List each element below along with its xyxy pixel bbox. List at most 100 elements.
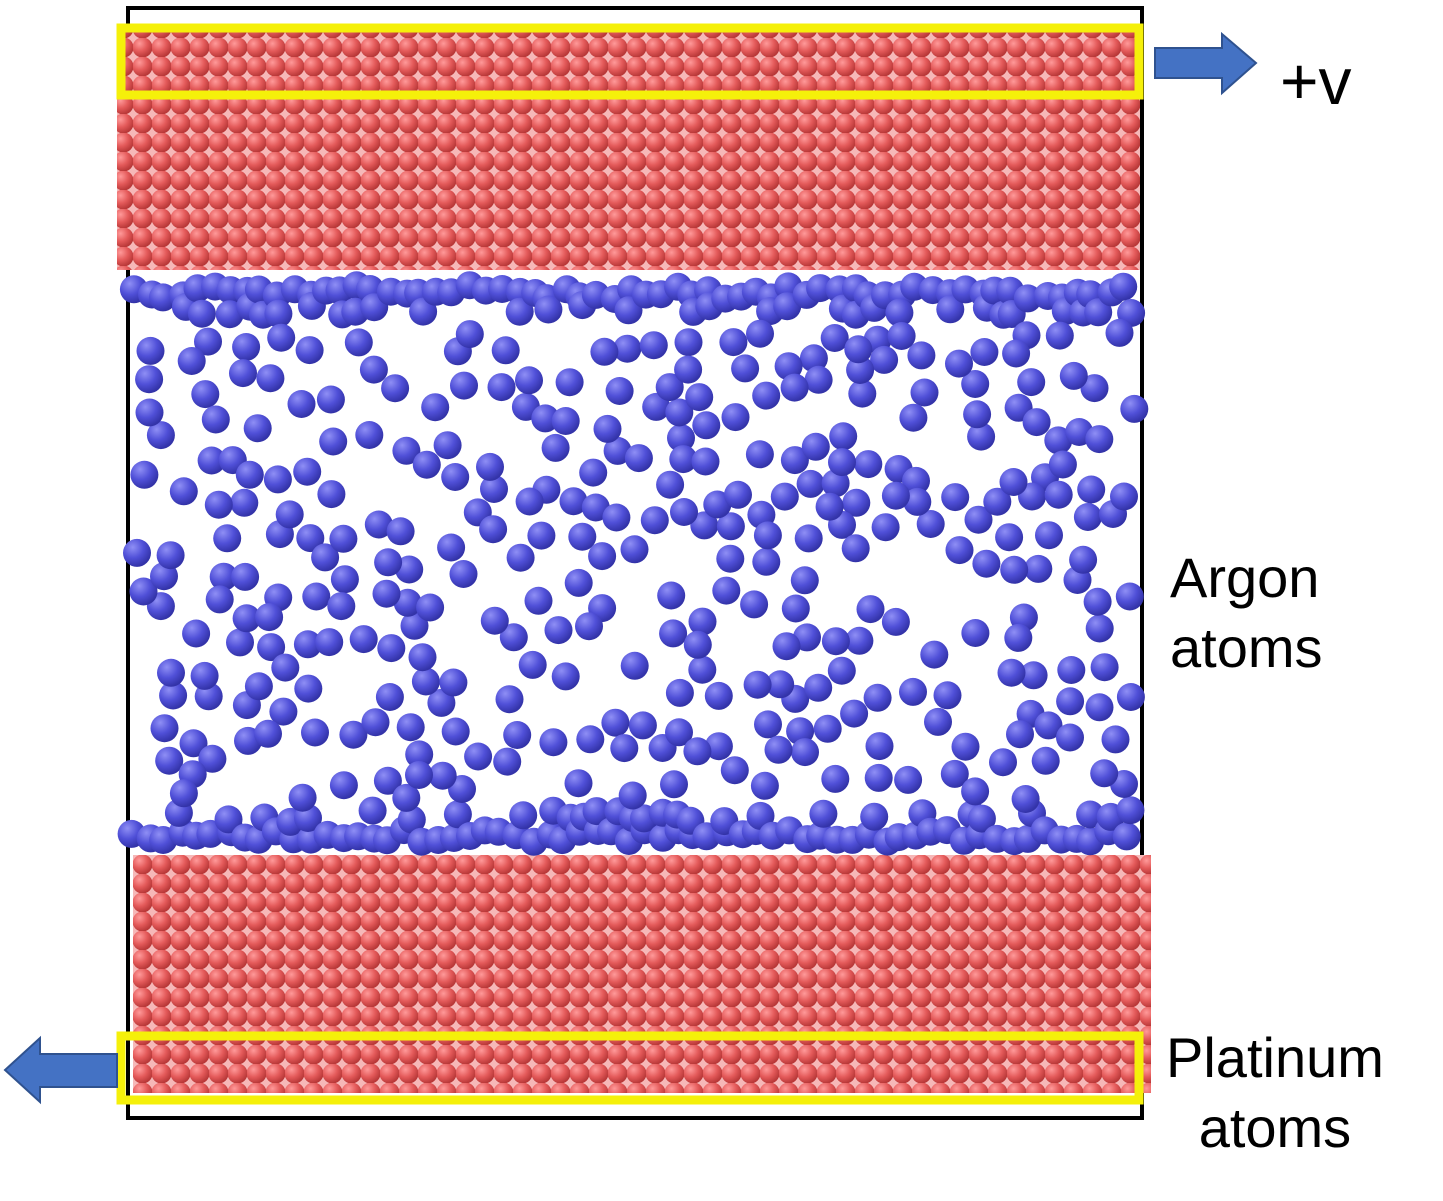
argon-atom [329, 524, 358, 553]
argon-atom [588, 542, 617, 571]
argon-atom [660, 770, 688, 799]
argon-atom [674, 328, 703, 357]
argon-atom [603, 436, 632, 465]
argon-atom [692, 411, 721, 440]
argon-atom [146, 421, 175, 450]
argon-atom [983, 487, 1012, 516]
argon-atom [515, 366, 543, 395]
argon-atom [232, 604, 261, 633]
argon-atom [455, 320, 484, 349]
argon-atom [1085, 614, 1114, 643]
argon-atom [902, 466, 930, 495]
argon-atom [559, 487, 588, 516]
argon-atom [201, 405, 230, 434]
argon-atom [945, 536, 974, 565]
argon-atom [941, 483, 970, 512]
argon-atom [416, 593, 445, 622]
argon-atom [358, 796, 387, 825]
argon-atom [392, 783, 421, 812]
argon-atom [1059, 361, 1088, 390]
argon-atom [999, 468, 1028, 496]
argon-atom [770, 482, 799, 511]
platinum-label-line1: Platinum [1166, 1026, 1384, 1089]
argon-atom [740, 590, 769, 619]
argon-atom [576, 725, 605, 754]
argon-atom [997, 658, 1026, 687]
argon-atom [781, 594, 810, 623]
argon-atom [375, 683, 404, 711]
argon-atom [840, 699, 869, 728]
argon-atom [801, 432, 830, 461]
argon-atom [377, 634, 406, 663]
argon-atom [936, 295, 965, 324]
argon-atom [155, 746, 184, 775]
argon-atom [1022, 408, 1051, 437]
argon-atom [903, 487, 932, 516]
argon-atom [441, 463, 470, 491]
argon-atom [295, 336, 324, 365]
argon-atom [659, 619, 688, 648]
argon-atom [628, 711, 657, 740]
argon-atom [329, 771, 358, 800]
argon-atom [450, 371, 478, 400]
argon-atom [256, 364, 285, 393]
argon-atom [1044, 480, 1073, 509]
argon-atom [667, 424, 695, 452]
argon-atom [437, 533, 466, 562]
argon-atom [226, 628, 254, 657]
argon-atom [349, 625, 378, 654]
argon-atom [1031, 746, 1060, 775]
argon-atom [1105, 318, 1134, 347]
argon-atom [829, 422, 858, 451]
argon-atom [605, 377, 634, 405]
argon-atom [232, 333, 261, 361]
argon-atom [294, 674, 323, 703]
argon-atom [1116, 683, 1145, 711]
argon-atom [1084, 298, 1113, 327]
argon-atom [317, 480, 346, 509]
argon-atom [359, 355, 388, 384]
argon-atom [372, 579, 401, 608]
argon-atom [1080, 374, 1109, 403]
argon-atom [856, 595, 885, 624]
argon-atom [790, 566, 819, 595]
argon-atom [961, 619, 990, 647]
argon-atom [745, 440, 774, 469]
argon-atom [885, 298, 914, 327]
argon-atom [842, 488, 871, 517]
argon-atom [244, 672, 273, 701]
argon-atom [395, 555, 424, 584]
argon-atom [544, 616, 573, 645]
argon-atom [177, 347, 206, 375]
argon-atom [964, 505, 993, 534]
argon-atom [601, 708, 630, 737]
argon-atom [551, 407, 580, 435]
argon-atom [393, 588, 422, 617]
argon-atom [1035, 521, 1063, 550]
argon-atom [1000, 555, 1029, 584]
argon-atom [716, 544, 745, 573]
argon-atom [381, 374, 410, 403]
argon-atom [690, 511, 719, 540]
argon-atom [198, 744, 227, 773]
argon-atom [804, 673, 833, 702]
argon-atom [156, 541, 185, 570]
argon-atom [287, 390, 316, 418]
argon-atom [1073, 503, 1102, 531]
argon-atom [582, 797, 611, 826]
argon-atom [963, 400, 992, 429]
argon-atom [339, 720, 368, 749]
argon-atoms [117, 271, 1149, 856]
argon-atom [1048, 450, 1077, 479]
argon-atom [243, 414, 272, 443]
argon-atom [967, 422, 996, 451]
argon-atom [293, 457, 322, 486]
argon-atom [1024, 554, 1053, 583]
argon-atom [665, 678, 694, 707]
argon-atom [130, 460, 159, 489]
argon-atom [209, 562, 238, 591]
argon-atom [187, 299, 216, 328]
argon-atom [257, 633, 286, 662]
argon-atom [1006, 720, 1034, 749]
argon-atom [804, 365, 833, 394]
